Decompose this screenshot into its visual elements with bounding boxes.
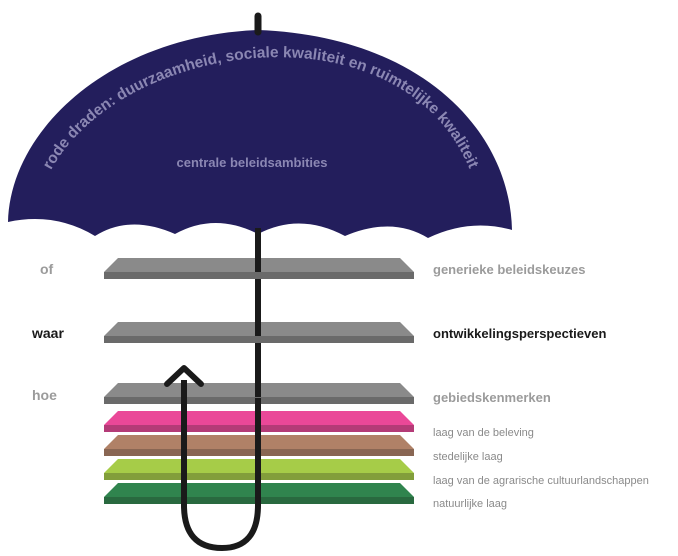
label-natuurlijke-laag: natuurlijke laag bbox=[433, 498, 507, 510]
umbrella-canopy: rode draden: duurzaamheid, sociale kwali… bbox=[8, 12, 512, 238]
plate-shaft-overlap-1 bbox=[255, 272, 261, 279]
layer-labels: laag van de beleving stedelijke laag laa… bbox=[433, 427, 649, 510]
canopy-center-label: centrale beleidsambities bbox=[176, 155, 327, 170]
label-ontwikkelingsperspectieven: ontwikkelingsperspectieven bbox=[433, 326, 606, 341]
label-laag-beleving: laag van de beleving bbox=[433, 427, 534, 439]
label-gebiedskenmerken: gebiedskenmerken bbox=[433, 390, 551, 405]
label-waar: waar bbox=[31, 325, 64, 341]
arrow-up-icon bbox=[164, 365, 204, 387]
label-generieke-beleidskeuzes: generieke beleidskeuzes bbox=[433, 262, 585, 277]
label-hoe: hoe bbox=[32, 387, 57, 403]
umbrella-handle bbox=[164, 365, 261, 552]
handle-hook bbox=[181, 380, 261, 552]
plate-shaft-overlap-2 bbox=[255, 336, 261, 343]
right-labels: generieke beleidskeuzes ontwikkelingsper… bbox=[433, 262, 606, 405]
left-labels: of waar hoe bbox=[31, 261, 64, 403]
label-stedelijke-laag: stedelijke laag bbox=[433, 451, 503, 463]
label-agrarische-laag: laag van de agrarische cultuurlandschapp… bbox=[433, 475, 649, 487]
canopy-shape bbox=[8, 30, 512, 238]
label-of: of bbox=[40, 261, 54, 277]
